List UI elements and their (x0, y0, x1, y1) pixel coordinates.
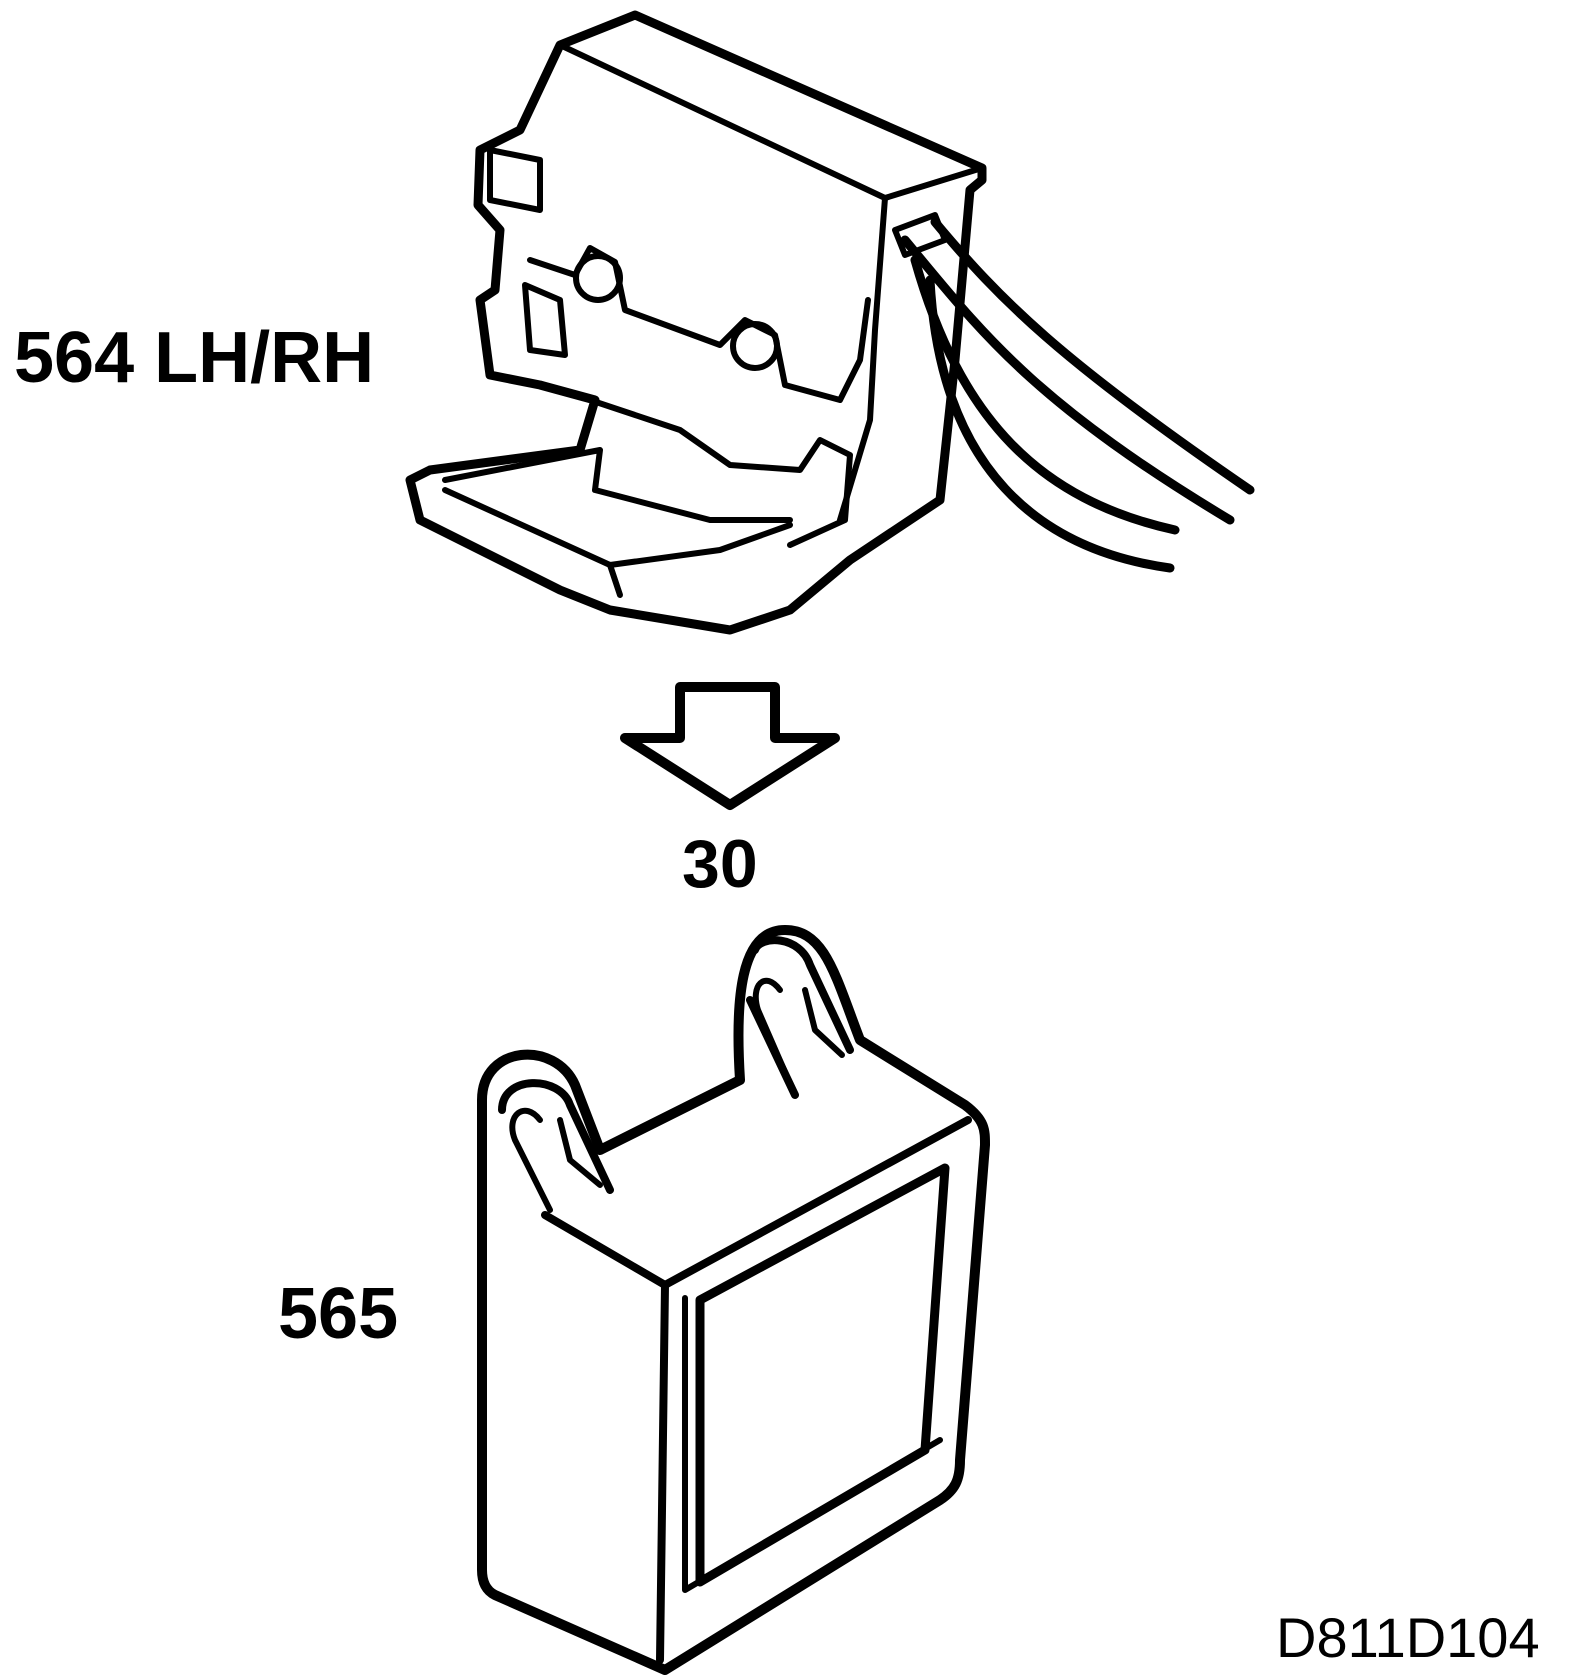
capacitor-block-drawing (477, 925, 990, 1675)
drawing-code: D811D104 (1276, 1606, 1540, 1669)
arrow-step-label: 30 (682, 826, 758, 902)
part-label-565: 565 (278, 1274, 399, 1354)
clip-connector-drawing (405, 10, 1255, 635)
down-arrow-icon (620, 682, 840, 810)
part-label-564: 564 LH/RH (14, 318, 375, 398)
